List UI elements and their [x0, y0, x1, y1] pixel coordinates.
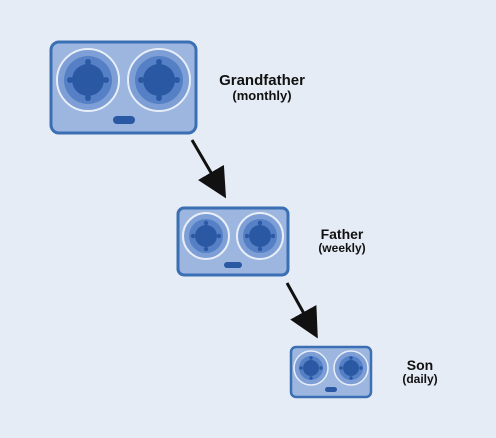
arrow-grandfather-to-father — [190, 139, 227, 199]
son-tape-icon — [289, 345, 373, 399]
son-period: (daily) — [402, 372, 438, 387]
grandfather-period: (monthly) — [232, 88, 292, 104]
arrow-father-to-son — [285, 282, 318, 339]
father-name: Father — [320, 226, 364, 242]
grandfather-name: Grandfather — [219, 72, 305, 89]
son-name: Son — [406, 357, 434, 373]
son-label: Son (daily) — [388, 357, 452, 387]
father-period: (weekly) — [318, 241, 366, 256]
father-label: Father (weekly) — [304, 226, 380, 256]
grandfather-label: Grandfather (monthly) — [210, 72, 314, 104]
grandfather-tape-icon — [49, 40, 198, 135]
father-tape-icon — [176, 206, 290, 277]
